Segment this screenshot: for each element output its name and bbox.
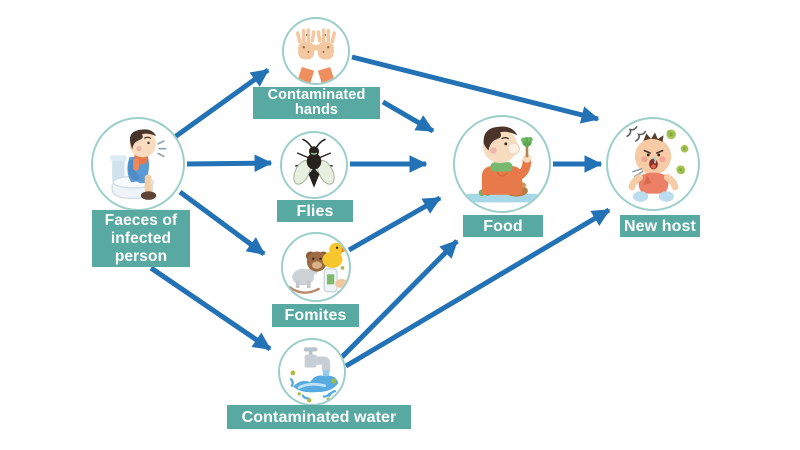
sick-baby-icon: [626, 125, 689, 202]
arrow-fomites-to-food: [347, 195, 442, 253]
node-label-faeces: Faeces of infected person: [92, 210, 190, 267]
contaminated-hands-icon: [295, 28, 337, 83]
node-circle-food: [453, 115, 551, 213]
node-circle-contaminated-water: [278, 338, 346, 406]
node-label-new-host: New host: [620, 215, 700, 237]
water-tap-icon: [289, 347, 339, 403]
node-label-contaminated-hands: Contaminated hands: [253, 87, 380, 119]
node-circle-new-host: [606, 117, 700, 211]
arrow-faeces-to-hands: [170, 67, 270, 142]
node-circle-faeces: [91, 117, 185, 211]
node-circle-fomites: [281, 232, 351, 302]
arrow-hands-to-food: [381, 99, 435, 134]
arrow-water-to-newhost: [344, 207, 611, 369]
node-label-contaminated-water: Contaminated water: [227, 405, 411, 429]
arrow-faeces-to-fomites: [178, 189, 266, 257]
node-label-flies: Flies: [277, 200, 353, 222]
boy-eating-icon: [464, 126, 540, 203]
node-label-fomites: Fomites: [272, 304, 359, 327]
arrow-water-to-food: [340, 239, 459, 359]
toys-icon: [288, 242, 348, 295]
fly-icon: [293, 138, 335, 188]
arrow-faeces-to-flies: [186, 154, 273, 172]
arrow-hands-to-newhost: [351, 54, 600, 124]
arrow-faeces-to-water: [149, 265, 272, 352]
node-label-food: Food: [463, 215, 543, 237]
node-circle-contaminated-hands: [282, 17, 350, 85]
person-on-toilet-icon: [110, 129, 167, 200]
node-circle-flies: [280, 131, 348, 199]
